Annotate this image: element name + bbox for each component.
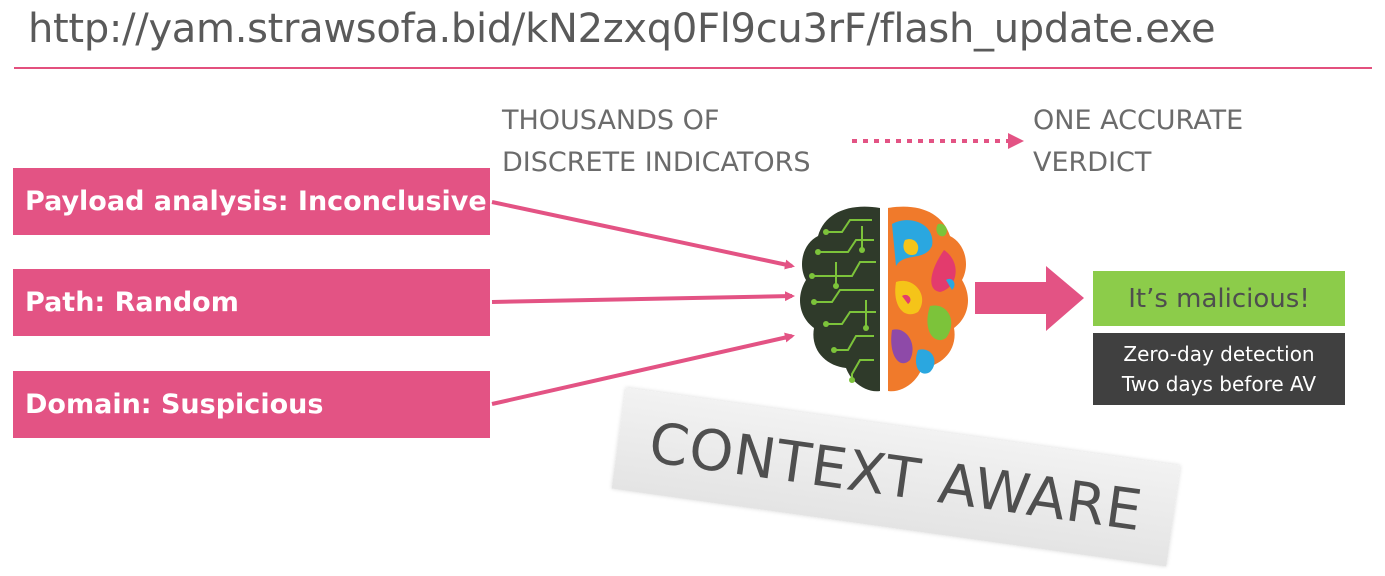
arrow-path	[491, 291, 795, 304]
url-title: http://yam.strawsofa.bid/kN2zxq0Fl9cu3rF…	[28, 6, 1216, 52]
heading-discrete-indicators: THOUSANDS OF DISCRETE INDICATORS	[502, 100, 810, 184]
heading-left-line2: DISCRETE INDICATORS	[502, 147, 811, 178]
indicator-arrows	[491, 200, 795, 406]
arrow-domain	[491, 332, 795, 406]
verdict-badge: It’s malicious!	[1093, 271, 1345, 326]
arrow-payload	[491, 200, 795, 270]
detail-line2: Two days before AV	[1121, 372, 1317, 396]
heading-right-line1: ONE ACCURATE	[1033, 105, 1244, 136]
indicator-domain: Domain: Suspicious	[13, 371, 490, 438]
heading-right-line2: VERDICT	[1033, 147, 1152, 178]
verdict-arrow	[975, 266, 1084, 331]
title-divider	[14, 67, 1372, 69]
brain-icon	[800, 206, 968, 392]
heading-left-line1: THOUSANDS OF	[502, 105, 720, 136]
indicator-payload-analysis: Payload analysis: Inconclusive	[13, 168, 490, 235]
dotted-arrow	[852, 133, 1024, 149]
detection-details: Zero-day detection Two days before AV	[1093, 333, 1345, 405]
detail-line1: Zero-day detection	[1123, 342, 1315, 366]
indicator-path: Path: Random	[13, 269, 490, 336]
heading-accurate-verdict: ONE ACCURATE VERDICT	[1033, 100, 1243, 184]
